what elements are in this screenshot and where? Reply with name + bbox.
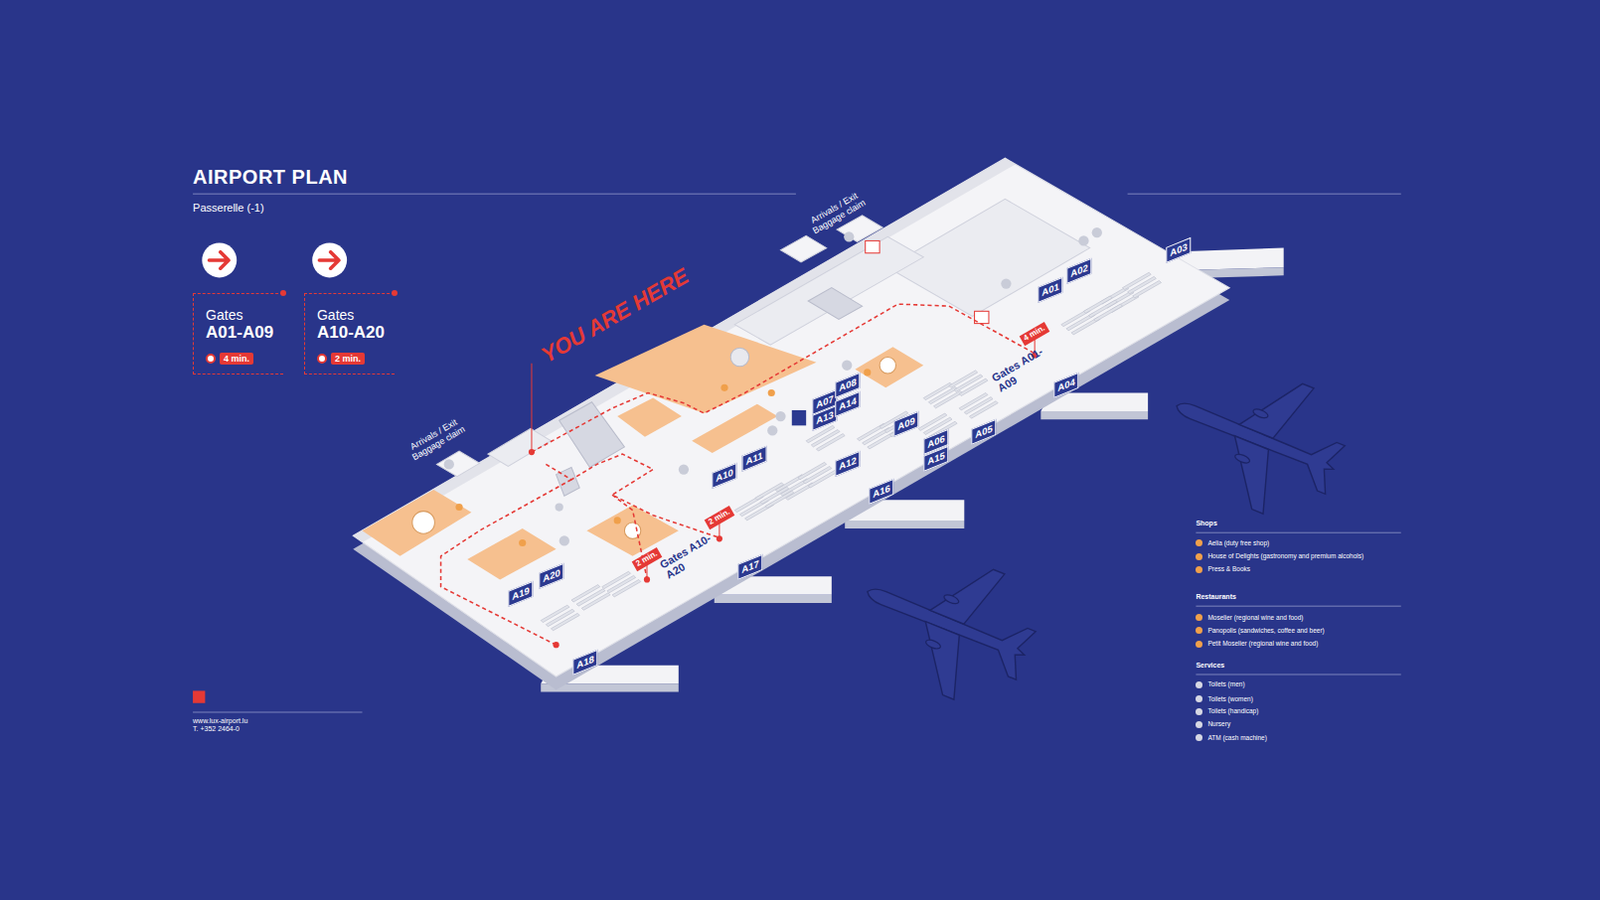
gate-number: A13 <box>815 408 833 427</box>
callout-dot <box>280 290 287 297</box>
legend-entry: Press & Books <box>1195 565 1251 574</box>
legend-entry: Toilets (women) <box>1195 695 1254 704</box>
gate-callout: GatesA10-A20 2 min. <box>304 293 395 375</box>
website: www.lux-airport.lu <box>192 717 248 725</box>
legend-text: Panopolis (sandwiches, coffee and beer) <box>1207 627 1324 635</box>
gate-range: A10-A20 <box>317 322 385 343</box>
legend-entry: Moselier (regional wine and food) <box>1195 613 1303 622</box>
legend-heading: Services <box>1195 661 1225 669</box>
legend-swatch <box>1195 627 1203 635</box>
legend-text: Press & Books <box>1207 565 1251 573</box>
legend-swatch <box>1195 681 1203 689</box>
legend-swatch <box>1195 695 1203 703</box>
gate-number: A17 <box>741 557 759 576</box>
walk-time: 4 min. <box>219 352 254 365</box>
legend-text: Moselier (regional wine and food) <box>1207 614 1303 622</box>
gate-callout: GatesA01-A09 4 min. <box>192 293 284 375</box>
legend-text: Toilets (handicap) <box>1207 707 1259 715</box>
clock-icon <box>317 353 327 364</box>
gate-number: A15 <box>927 449 945 468</box>
legend-entry: Toilets (handicap) <box>1195 707 1259 716</box>
legend-swatch <box>1195 721 1203 729</box>
callout-heading: Gates <box>317 308 385 323</box>
legend-swatch <box>1195 734 1203 742</box>
legend-entry: Petit Moselier (regional wine and food) <box>1195 640 1318 648</box>
legend-entry: Toilets (men) <box>1195 680 1245 689</box>
walk-time: 2 min. <box>330 352 365 365</box>
legend-text: Nursery <box>1207 720 1231 728</box>
legend-entry: Panopolis (sandwiches, coffee and beer) <box>1195 627 1324 636</box>
time-row: 4 min. <box>205 349 274 368</box>
callout-heading: Gates <box>205 308 274 323</box>
time-row: 2 min. <box>317 349 385 368</box>
legend-text: Aelia (duty free shop) <box>1207 539 1270 547</box>
legend-text: Toilets (women) <box>1207 695 1254 703</box>
legend-entry: House of Delights (gastronomy and premiu… <box>1195 552 1364 561</box>
legend-swatch <box>1195 708 1203 716</box>
gate-range: A01-A09 <box>205 322 274 343</box>
legend-swatch <box>1195 640 1203 648</box>
legend-heading: Restaurants <box>1195 593 1236 601</box>
plan-title: AIRPORT PLAN <box>192 165 348 189</box>
phone: T. +352 2464-0 <box>192 725 240 733</box>
legend-entry: Aelia (duty free shop) <box>1195 538 1270 547</box>
legend-swatch <box>1195 539 1203 547</box>
legend-swatch <box>1195 614 1203 622</box>
legend-text: ATM (cash machine) <box>1207 734 1267 742</box>
legend-heading: Shops <box>1195 519 1217 527</box>
callout-dot <box>391 290 398 297</box>
clock-icon <box>205 353 216 364</box>
legend-text: House of Delights (gastronomy and premiu… <box>1207 552 1364 560</box>
legend-swatch <box>1195 566 1203 574</box>
legend-text: Toilets (men) <box>1207 680 1245 688</box>
legend-text: Petit Moselier (regional wine and food) <box>1207 640 1318 647</box>
legend-entry: ATM (cash machine) <box>1195 734 1267 743</box>
gate-number: A11 <box>745 450 763 469</box>
legend-swatch <box>1195 553 1203 561</box>
legend-entry: Nursery <box>1195 720 1231 729</box>
floor-level: Passerelle (-1) <box>192 201 265 214</box>
